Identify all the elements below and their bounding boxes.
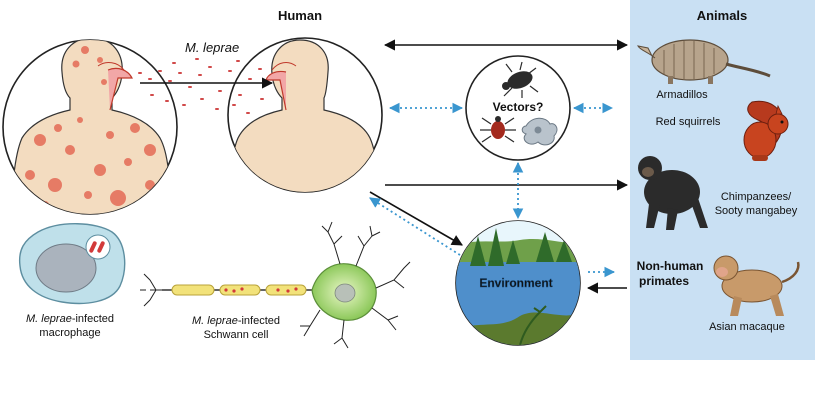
primates-label: primates — [639, 274, 689, 288]
macrophage-label-line1: M. leprae-infected — [26, 313, 114, 325]
amoeba-icon — [521, 117, 558, 146]
non-human-label: Non-human — [637, 259, 704, 273]
schwann-label-line2: Schwann cell — [204, 329, 269, 341]
asian-macaque-label: Asian macaque — [709, 321, 785, 333]
tick-icon — [480, 116, 516, 143]
myelin-segments — [171, 284, 307, 296]
squirrel-icon — [743, 100, 789, 161]
macaque-icon — [713, 255, 800, 316]
dotted-environment-human — [369, 197, 461, 256]
mleprae-vacuole — [85, 234, 111, 260]
red-squirrels-label: Red squirrels — [656, 116, 721, 128]
environment-circle: Environment — [455, 220, 581, 346]
armadillo-icon — [637, 39, 771, 84]
vectors-label: Vectors? — [493, 100, 544, 114]
armadillos-label: Armadillos — [656, 89, 708, 101]
sooty-mangabey-label: Sooty mangabey — [715, 205, 798, 217]
infected-airway — [107, 67, 133, 111]
trees — [470, 228, 572, 266]
chimpanzee-icon — [638, 156, 708, 230]
schwann-cell — [140, 221, 411, 349]
beetle-icon — [502, 61, 539, 98]
vectors-circle: Vectors? — [465, 55, 571, 161]
chimpanzees-label: Chimpanzees/ — [721, 191, 792, 203]
aerosol-droplets — [138, 58, 264, 114]
healthy-human-circle — [227, 37, 383, 193]
m-leprae-label: M. leprae — [185, 40, 239, 55]
arrow-human-environment — [369, 191, 463, 246]
human-label: Human — [278, 8, 322, 23]
macrophage-label-line2: macrophage — [39, 327, 100, 339]
macrophage-cell — [18, 223, 126, 305]
environment-label: Environment — [479, 276, 552, 290]
schwann-label-line1: M. leprae-infected — [192, 315, 280, 327]
infected-human-circle — [2, 39, 178, 215]
animals-label: Animals — [697, 8, 748, 23]
